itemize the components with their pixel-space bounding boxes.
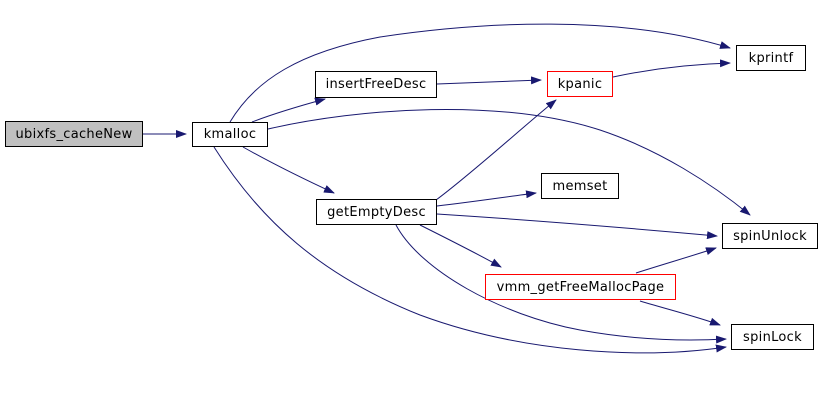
edge-vmm_getFreeMallocPage-to-spinLock [639,300,721,326]
graph-node-label: getEmptyDesc [327,204,426,220]
graph-node-memset[interactable]: memset [541,173,619,199]
graph-node-kpanic[interactable]: kpanic [547,71,613,97]
graph-node-label: kmalloc [203,127,257,142]
graph-node-kprintf[interactable]: kprintf [736,45,806,71]
graph-node-label: kprintf [748,50,794,66]
edge-kmalloc-to-getEmptyDesc [242,146,335,194]
graph-node-label: vmm_getFreeMallocPage [496,279,665,295]
graph-node-label: kpanic [557,76,603,92]
edge-getEmptyDesc-to-vmm_getFreeMallocPage [419,224,502,268]
graph-node-insertFreeDesc[interactable]: insertFreeDesc [315,71,437,98]
graph-node-getEmptyDesc[interactable]: getEmptyDesc [316,199,437,225]
edge-getEmptyDesc-to-kpanic [435,99,557,201]
edge-kpanic-to-kprintf [612,59,731,78]
edge-vmm_getFreeMallocPage-to-spinUnlock [635,247,717,274]
edge-insertFreeDesc-to-kpanic [436,76,542,85]
graph-node-kmalloc[interactable]: kmalloc [192,122,268,147]
graph-node-label: memset [552,178,608,194]
edge-getEmptyDesc-to-memset [436,190,537,207]
edge-kmalloc-to-spinUnlock [267,109,751,216]
graph-node-label: spinUnlock [733,228,807,244]
graph-node-label: insertFreeDesc [325,77,427,92]
edge-kmalloc-to-kprintf [229,23,731,123]
graph-node-label: ubixfs_cacheNew [15,126,133,142]
edge-getEmptyDesc-to-spinLock [395,224,727,344]
graph-node-label: spinLock [743,329,802,345]
edge-kmalloc-to-spinLock [213,146,727,354]
graph-node-spinUnlock[interactable]: spinUnlock [722,223,818,249]
edge-getEmptyDesc-to-spinUnlock [436,213,718,240]
graph-node-spinLock[interactable]: spinLock [731,324,814,350]
edge-kmalloc-to-insertFreeDesc [251,97,326,123]
graph-node-ubixfs_cacheNew: ubixfs_cacheNew [5,121,143,147]
graph-node-vmm_getFreeMallocPage[interactable]: vmm_getFreeMallocPage [485,274,676,300]
